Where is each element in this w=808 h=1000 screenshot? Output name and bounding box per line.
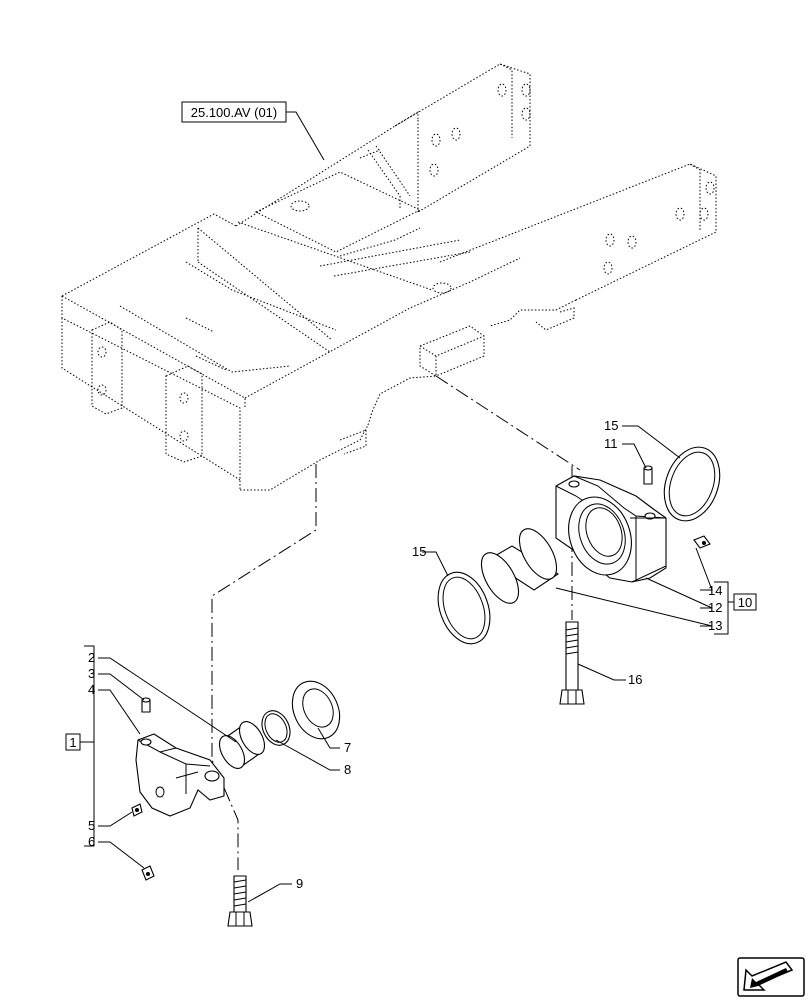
callout-8: 8 xyxy=(344,762,351,777)
leader-lines xyxy=(80,425,734,903)
bushing-2 xyxy=(218,721,266,769)
callout-4: 4 xyxy=(88,682,95,697)
callout-3: 3 xyxy=(88,666,95,681)
fitting-6 xyxy=(141,865,155,881)
frame-phantom xyxy=(61,63,717,491)
callout-13: 13 xyxy=(708,618,722,633)
bolt-9 xyxy=(227,875,253,927)
pin-3 xyxy=(141,697,151,713)
callout-15a: 15 xyxy=(604,418,618,433)
centre-line-right xyxy=(435,375,581,471)
bolt-16 xyxy=(559,621,585,705)
pin-11 xyxy=(643,465,653,485)
callout-5: 5 xyxy=(88,818,95,833)
reference-label-box[interactable]: 25.100.AV (01) xyxy=(181,101,287,123)
ring-15-upper xyxy=(663,446,721,522)
o-ring-8 xyxy=(261,710,291,746)
thrust-washer-7 xyxy=(291,680,341,740)
next-page-arrow-icon[interactable] xyxy=(737,957,805,997)
callout-6: 6 xyxy=(88,834,95,849)
grease-fitting-14 xyxy=(693,535,711,549)
callout-2: 2 xyxy=(88,650,95,665)
bracket-4 xyxy=(135,733,225,817)
callout-box-1[interactable]: 1 xyxy=(65,733,81,751)
bearing-housing-12 xyxy=(555,475,667,583)
reference-label: 25.100.AV (01) xyxy=(191,105,277,120)
centre-line-left xyxy=(211,464,317,870)
callout-10: 10 xyxy=(738,595,752,610)
bushing-13 xyxy=(480,528,560,604)
callout-16: 16 xyxy=(628,672,642,687)
callout-7: 7 xyxy=(344,740,351,755)
grease-nipple-5 xyxy=(131,803,143,817)
callout-9: 9 xyxy=(296,876,303,891)
callout-15b: 15 xyxy=(412,544,426,559)
callout-numbers: 15 11 15 14 12 13 16 2 3 4 7 8 5 6 9 xyxy=(88,418,722,891)
callout-1: 1 xyxy=(69,735,76,750)
reference-leader xyxy=(286,111,325,161)
callout-11: 11 xyxy=(604,436,618,451)
callout-12: 12 xyxy=(708,600,722,615)
callout-box-10[interactable]: 10 xyxy=(733,593,757,611)
callout-14: 14 xyxy=(708,583,722,598)
ring-15-lower xyxy=(437,571,491,645)
